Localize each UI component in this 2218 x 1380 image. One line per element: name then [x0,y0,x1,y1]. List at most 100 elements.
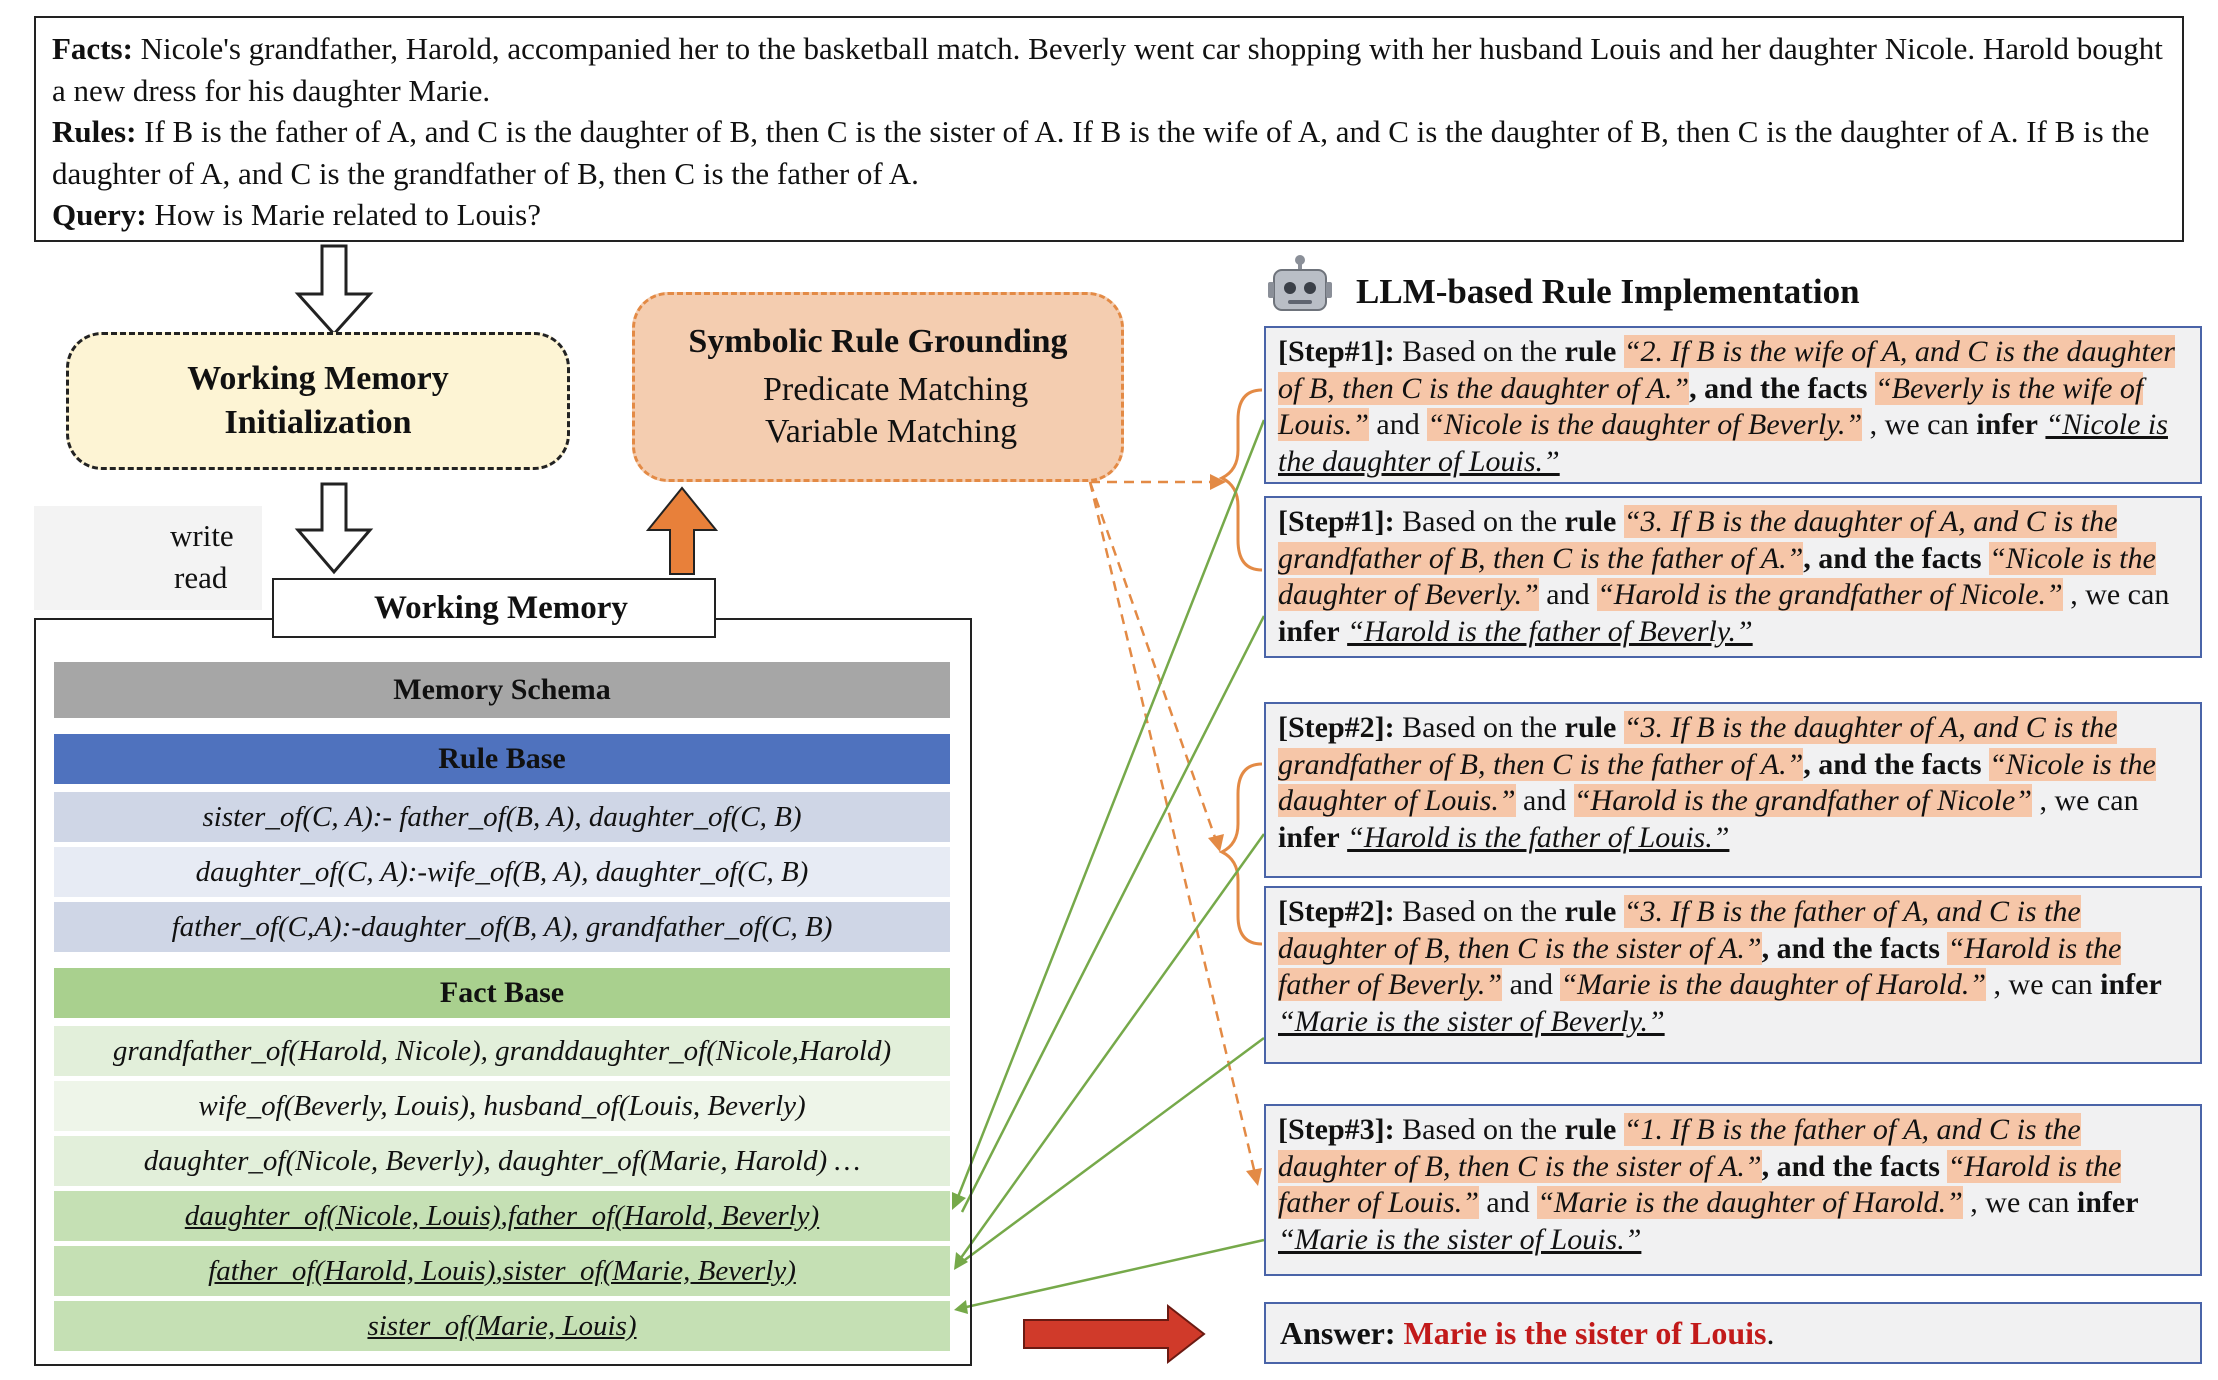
derived-fact-row: father_of(Harold, Louis), sister_of(Mari… [54,1246,950,1296]
answer-text: Marie is the sister of Louis [1403,1314,1767,1351]
step-text: Based on the [1394,895,1565,928]
rules-line: Rules: If B is the father of A, and C is… [52,111,2166,194]
derived-fact: sister_of(Marie, Beverly) [502,1254,796,1287]
step-box: [Step#2]: Based on the rule “3. If B is … [1264,886,2202,1064]
step-text: and [1478,1186,1538,1219]
step-tag: [Step#3]: [1278,1113,1395,1146]
srg-predicate-matching: Predicate Matching [763,371,1029,408]
query-text: How is Marie related to Louis? [154,197,541,232]
step-facts-word: facts [1879,931,1940,965]
answer-label: Answer: [1280,1314,1396,1351]
step-text: , we can [1962,1186,2077,1219]
srg-variable-matching: Variable Matching [765,413,1018,450]
derived-fact: sister_of(Marie, Louis) [367,1309,637,1342]
rule-base-header: Rule Base [54,734,950,784]
step-fact: “Marie is the daughter of Harold.” [1537,1186,1963,1219]
step-text: and [1538,578,1598,611]
step-infer-word: infer [2100,968,2162,1001]
step-box: [Step#1]: Based on the rule “3. If B is … [1264,496,2202,658]
step-text: , and the [1689,371,1808,405]
answer-arrow [1023,1303,1206,1365]
query-line: Query: How is Marie related to Louis? [52,194,2166,236]
step-text: Based on the [1394,335,1565,368]
input-text-box: Facts: Nicole's grandfather, Harold, acc… [34,16,2184,242]
step-conclusion: “Marie is the sister of Louis.” [1278,1222,1642,1256]
robot-icon [1268,255,1332,311]
step-fact: “Harold is the grandfather of Nicole.” [1597,578,2063,611]
legend: write read [34,506,262,610]
step-rule-word: rule [1564,505,1617,538]
step-text: Based on the [1394,1113,1565,1146]
rule-row: father_of(C,A):-daughter_of(B, A), grand… [54,902,950,952]
step-box: [Step#2]: Based on the rule “3. If B is … [1264,702,2202,878]
rule-row: sister_of(C, A):- father_of(B, A), daugh… [54,792,950,842]
step-text: Based on the [1394,711,1565,744]
rules-label: Rules: [52,114,137,149]
derived-sep: , [495,1254,503,1287]
step-tag: [Step#1]: [1278,505,1395,538]
fact-row: grandfather_of(Harold, Nicole), granddau… [54,1026,950,1076]
step-facts-word: facts [1921,747,1982,781]
step-fact: “Harold is the grandfather of Nicole” [1573,784,2032,817]
step-box: [Step#3]: Based on the rule “1. If B is … [1264,1104,2202,1276]
step-facts-word: facts [1879,1149,1940,1183]
step-infer-word: infer [1976,408,2038,441]
step-infer-word: infer [1278,614,1340,648]
step-tag: [Step#2]: [1278,711,1395,744]
step-text: , we can [2062,578,2170,611]
fact-row: daughter_of(Nicole, Beverly), daughter_o… [54,1136,950,1186]
srg-title: Symbolic Rule Grounding [688,323,1068,360]
step-fact: “Nicole is the daughter of Beverly.” [1427,408,1863,441]
step-tag: [Step#1]: [1278,335,1395,368]
step-tag: [Step#2]: [1278,895,1395,928]
facts-text: Nicole's grandfather, Harold, accompanie… [52,31,2163,108]
fact-row: wife_of(Beverly, Louis), husband_of(Loui… [54,1081,950,1131]
step-text: Based on the [1394,505,1565,538]
step-text: , we can [2031,784,2139,817]
step-infer-word: infer [2076,1186,2139,1219]
rule-row: daughter_of(C, A):-wife_of(B, A), daught… [54,847,950,897]
step-rule-word: rule [1564,711,1617,744]
derived-fact: father_of(Harold, Beverly) [507,1199,820,1232]
derived-fact: father_of(Harold, Louis) [208,1254,496,1287]
step-infer-word: infer [1278,820,1340,854]
llm-rule-implementation-title: LLM-based Rule Implementation [1356,272,1860,311]
step-text: , we can [1862,408,1977,441]
wmi-line2: Initialization [224,404,412,441]
wmi-line1: Working Memory [187,360,449,397]
step-fact: “Marie is the daughter of Harold.” [1560,968,1987,1001]
step-rule-word: rule [1564,895,1617,928]
memory-schema-header: Memory Schema [54,662,950,718]
facts-label: Facts: [52,31,133,66]
step-facts-word: facts [1921,541,1982,575]
symbolic-rule-grounding-box: Symbolic Rule Grounding Predicate Matchi… [632,292,1124,482]
working-memory-label: Working Memory [272,578,716,638]
step-box: [Step#1]: Based on the rule “2. If B is … [1264,326,2202,484]
step-text: and [1368,408,1428,441]
rules-text: If B is the father of A, and C is the da… [52,114,2150,191]
derived-fact-row: sister_of(Marie, Louis) [54,1301,950,1351]
brace-step2 [1218,762,1263,946]
step-conclusion: “Nicole is the daughter of Louis.” [1278,408,2168,478]
down-arrow-mid [294,482,374,575]
brace-step1 [1218,388,1263,572]
answer-period: . [1766,1314,1775,1351]
read-arrows [1088,480,1258,1179]
step-text: , we can [1986,968,2101,1001]
derived-fact-row: daughter_of(Nicole, Louis), father_of(Ha… [54,1191,950,1241]
step-text: and [1502,968,1561,1001]
write-arrows [954,419,1266,1310]
step-text: , and the [1761,931,1880,965]
step-facts-word: facts [1807,371,1868,405]
working-memory-initialization-box: Working Memory Initialization [66,332,570,470]
legend-write-label: write [170,518,234,553]
query-label: Query: [52,197,147,232]
step-text: , and the [1761,1149,1880,1183]
step-conclusion: “Harold is the father of Louis.” [1347,820,1730,854]
down-arrow-top [294,244,374,337]
facts-line: Facts: Nicole's grandfather, Harold, acc… [52,28,2166,111]
legend-read-label: read [174,560,228,595]
step-rule-word: rule [1564,1113,1617,1146]
step-text: , and the [1803,541,1922,575]
fact-base-header: Fact Base [54,968,950,1018]
